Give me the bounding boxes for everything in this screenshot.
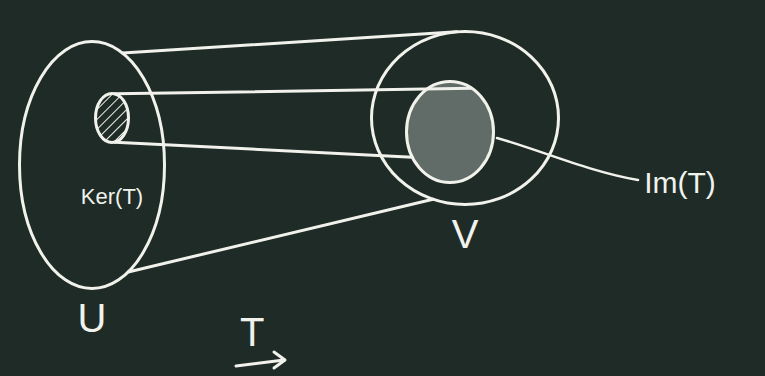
ellipse-outline: [18, 40, 166, 290]
space-label: Im(T): [644, 168, 716, 198]
ellipse-shape: [372, 32, 559, 205]
ellipse-outline: [405, 80, 495, 184]
ellipse-shape: [407, 82, 494, 183]
ellipse-shape: [20, 42, 165, 289]
space-label: Ker(T): [81, 186, 143, 208]
map-arrow-head: [274, 352, 285, 368]
space-label: U: [78, 298, 107, 338]
region-ellipse: VIm(T): [370, 30, 560, 206]
ellipse-outline: [94, 92, 130, 144]
space-label: V: [452, 214, 479, 254]
subspace-ellipse: Im(T): [405, 80, 495, 184]
subspace-ellipse: Ker(T): [94, 92, 130, 144]
ellipse-shape: [96, 94, 129, 143]
leader-line: [497, 138, 638, 180]
map-label: T: [240, 312, 264, 352]
region-ellipse: UKer(T): [18, 40, 166, 290]
